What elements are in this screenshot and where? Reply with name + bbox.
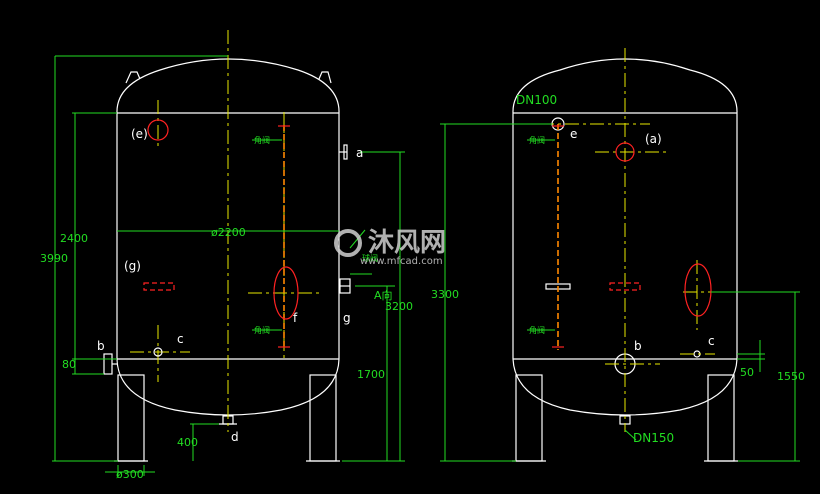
dim-right-nozzle-height: 1550 [777, 370, 805, 383]
label-valve-2: 角阀 [254, 325, 270, 335]
watermark-logo-icon [334, 229, 362, 257]
label-ball-valve: 球阀 [362, 253, 378, 263]
label-nozzle-f: f [293, 311, 298, 325]
label-right-nozzle-c: c [708, 334, 715, 348]
right-centerlines [540, 48, 715, 432]
dim-height-total: 3990 [40, 252, 68, 265]
dim-right-offset: 50 [740, 366, 754, 379]
dim-nozzle-b-offset: 80 [62, 358, 76, 371]
label-right-nozzle-e: e [570, 127, 577, 141]
label-right-valve-2: 角阀 [529, 325, 545, 335]
dim-shell-height: 2400 [60, 232, 88, 245]
label-right-nozzle-a: (a) [645, 132, 662, 146]
right-dimensions [440, 123, 800, 462]
dim-leg-height: 400 [177, 436, 198, 449]
right-labels: 3300 1550 50 DN100 DN150 e (a) b c 角阀 角阀 [431, 93, 805, 445]
left-dimensions [52, 55, 405, 476]
dim-right-height: 3300 [431, 288, 459, 301]
label-view-a: A向 [374, 288, 393, 302]
right-internals [552, 124, 712, 350]
dim-leg-dia: ø300 [116, 468, 144, 481]
dim-diameter: ø2200 [211, 226, 246, 239]
label-right-valve-1: 角阀 [529, 135, 545, 145]
watermark-name: 沐风网 [368, 228, 446, 258]
label-nozzle-g-paren: (g) [124, 259, 141, 273]
label-nozzle-g: g [343, 311, 351, 325]
label-nozzle-b: b [97, 339, 105, 353]
label-nozzle-e: (e) [131, 127, 148, 141]
label-valve-1: 角阀 [254, 135, 270, 145]
label-pipe-bottom: DN150 [633, 431, 674, 445]
label-pipe-top: DN100 [516, 93, 557, 107]
left-internals [143, 119, 299, 357]
label-nozzle-d: d [231, 430, 239, 444]
dim-nozzle-g-height: 1700 [357, 368, 385, 381]
label-nozzle-c: c [177, 332, 184, 346]
left-labels: 3990 2400 80 ø2200 3200 1700 400 ø300 a … [40, 127, 413, 481]
watermark-url: www.mfcad.com [360, 256, 443, 267]
watermark: 沐风网 www.mfcad.com [334, 228, 446, 267]
label-nozzle-a: a [356, 146, 363, 160]
dim-nozzle-a-height: 3200 [385, 300, 413, 313]
label-right-nozzle-b: b [634, 339, 642, 353]
